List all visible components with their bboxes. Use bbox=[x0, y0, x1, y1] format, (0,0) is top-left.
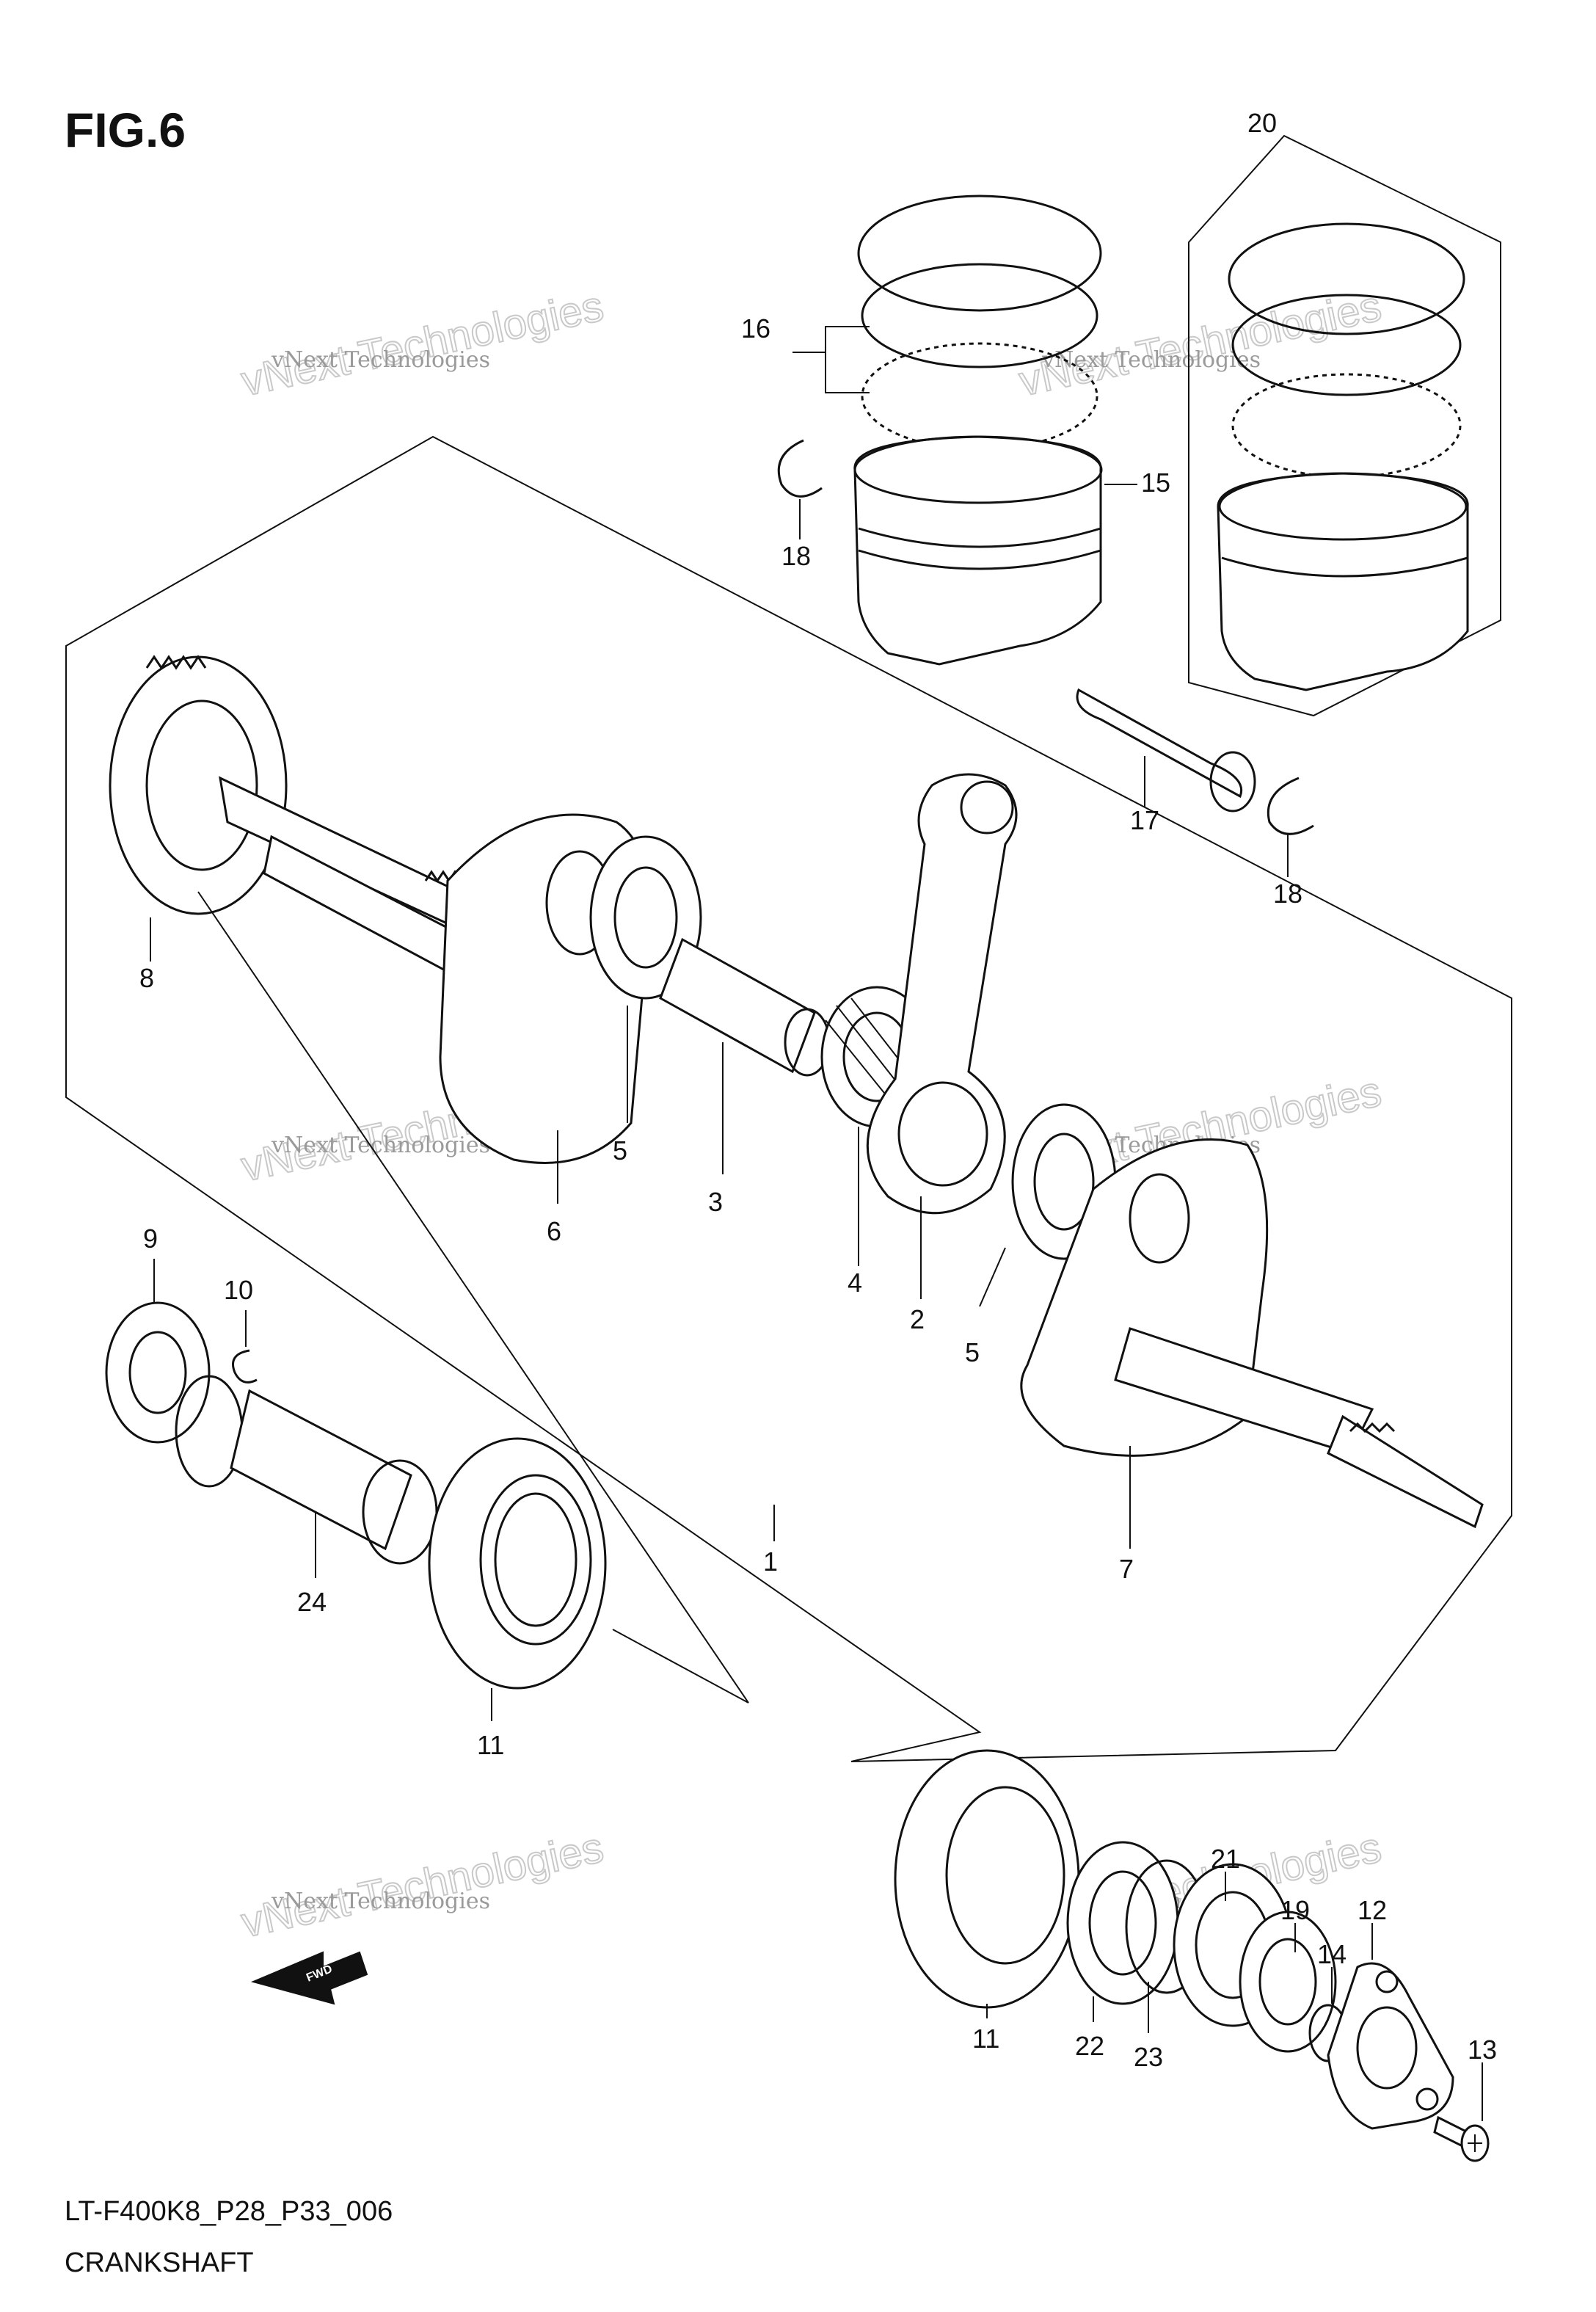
connecting-rod bbox=[866, 773, 1018, 1215]
watermark-2: vNext Technologies vNext Technologies bbox=[1014, 281, 1385, 406]
part-labels: 20 16 15 18 17 18 8 5 3 6 4 2 5 7 1 9 10… bbox=[139, 108, 1497, 2072]
watermark-text: vNext Technologies bbox=[271, 347, 490, 373]
part-label-22: 22 bbox=[1075, 2031, 1104, 2061]
part-label-15: 15 bbox=[1141, 468, 1170, 498]
part-label-18: 18 bbox=[781, 541, 811, 571]
part-label-6: 6 bbox=[547, 1216, 561, 1246]
part-label-2: 2 bbox=[910, 1304, 925, 1334]
crankshaft-assembly-box bbox=[65, 435, 1512, 1762]
ring-bracket bbox=[825, 326, 870, 393]
watermark-5: vNext Technologies vNext Technologies bbox=[236, 1822, 608, 1947]
screw-13 bbox=[1433, 2115, 1490, 2162]
part-label-13: 13 bbox=[1468, 2035, 1497, 2065]
crankshaft-left bbox=[109, 655, 651, 1164]
part-label-4: 4 bbox=[848, 1268, 862, 1298]
part-label-23: 23 bbox=[1134, 2042, 1163, 2072]
circlip-10 bbox=[232, 1349, 258, 1384]
part-label-10: 10 bbox=[224, 1275, 253, 1305]
part-label-5: 5 bbox=[613, 1135, 627, 1166]
crankshaft-right bbox=[1020, 1138, 1484, 1529]
spacer-19 bbox=[1239, 1911, 1337, 2053]
watermark-text: vNext Technologies bbox=[237, 282, 607, 405]
thrust-washer-left bbox=[589, 835, 702, 1000]
crank-pin bbox=[659, 937, 831, 1077]
spare-piston bbox=[1217, 472, 1469, 691]
guide-line-1 bbox=[197, 891, 749, 1704]
part-label-11: 11 bbox=[477, 1730, 504, 1760]
bearing-small bbox=[105, 1301, 211, 1444]
part-label-24: 24 bbox=[297, 1587, 327, 1617]
part-label-1: 1 bbox=[763, 1546, 778, 1577]
watermark-text: vNext Technologies bbox=[271, 1889, 490, 1914]
leader-5b bbox=[979, 1247, 1006, 1307]
figure-title: FIG.6 bbox=[65, 103, 186, 157]
watermark-text: vNext Technologies bbox=[237, 1823, 607, 1946]
part-label-12: 12 bbox=[1358, 1895, 1387, 1925]
circlip-lower bbox=[1267, 777, 1314, 835]
forward-direction-arrow: FWD bbox=[250, 1951, 368, 2005]
watermark-text: vNext Technologies bbox=[271, 1133, 490, 1158]
model-code: LT-F400K8_P28_P33_006 bbox=[65, 2196, 393, 2227]
part-label-11: 11 bbox=[972, 2024, 999, 2054]
part-label-16: 16 bbox=[741, 313, 770, 343]
shaft-24 bbox=[230, 1389, 438, 1565]
section-title: CRANKSHAFT bbox=[65, 2247, 254, 2278]
part-label-5: 5 bbox=[965, 1337, 980, 1367]
circlip-upper bbox=[777, 439, 823, 498]
piston bbox=[853, 435, 1103, 666]
part-label-9: 9 bbox=[143, 1224, 158, 1254]
part-label-21: 21 bbox=[1211, 1844, 1240, 1874]
watermark-text: vNext Technologies bbox=[1041, 347, 1261, 373]
part-label-7: 7 bbox=[1119, 1554, 1134, 1584]
guide-line-2 bbox=[612, 1629, 749, 1704]
piston-pin bbox=[1076, 688, 1256, 813]
watermark-1: vNext Technologies vNext Technologies bbox=[236, 281, 608, 406]
piston-rings bbox=[857, 195, 1102, 451]
bearing-11-right bbox=[894, 1749, 1080, 2009]
retainer-plate-12 bbox=[1327, 1962, 1454, 2130]
bearing-11-left bbox=[428, 1437, 607, 1690]
part-label-20: 20 bbox=[1247, 108, 1277, 138]
part-label-8: 8 bbox=[139, 963, 154, 993]
piston-set-box bbox=[1188, 134, 1501, 717]
watermark-text: vNext Technologies bbox=[1015, 282, 1385, 405]
part-label-17: 17 bbox=[1130, 805, 1159, 835]
part-label-19: 19 bbox=[1280, 1895, 1310, 1925]
part-label-3: 3 bbox=[708, 1187, 723, 1217]
watermark-group: vNext Technologies vNext Technologies vN… bbox=[236, 281, 1385, 1947]
part-label-18: 18 bbox=[1273, 879, 1302, 909]
part-label-14: 14 bbox=[1317, 1939, 1347, 1969]
bearing-22 bbox=[1066, 1841, 1179, 2005]
